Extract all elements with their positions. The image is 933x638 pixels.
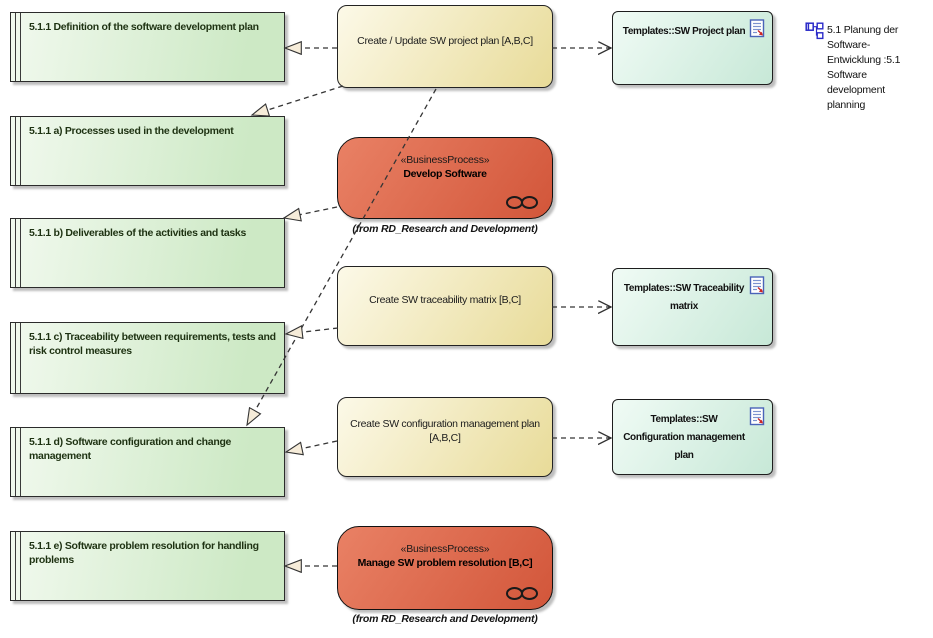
requirement-traceability[interactable]: 5.1.1 c) Traceability between requiremen…: [10, 322, 285, 394]
process-name: Develop Software: [403, 168, 487, 180]
requirement-label: 5.1.1 Definition of the software develop…: [29, 21, 259, 33]
requirement-label: 5.1.1 c) Traceability between requiremen…: [29, 331, 276, 357]
process-stereotype: «BusinessProcess»: [400, 154, 490, 166]
activity-create-sw-traceability-matrix[interactable]: Create SW traceability matrix [B,C]: [337, 266, 553, 346]
activity-label: Create SW traceability matrix [B,C]: [369, 294, 521, 306]
process-from-caption: (from RD_Research and Development): [352, 613, 538, 625]
process-develop-software[interactable]: «BusinessProcess» Develop Software: [337, 137, 553, 219]
connector-projectplan-to-processes[interactable]: [252, 85, 344, 115]
template-label: Templates::SW Project plan: [622, 26, 746, 37]
legend-text: 5.1 Planung der Software-Entwicklung :5.…: [827, 24, 901, 111]
activity-label: Create / Update SW project plan [A,B,C]: [357, 34, 533, 47]
requirement-label: 5.1.1 a) Processes used in the developme…: [29, 125, 234, 137]
activity-label: Create SW configuration management plan …: [350, 418, 540, 444]
requirement-label: 5.1.1 b) Deliverables of the activities …: [29, 227, 246, 239]
chain-link-icon: [506, 587, 538, 600]
document-icon: [749, 276, 766, 296]
requirement-problem-resolution[interactable]: 5.1.1 e) Software problem resolution for…: [10, 531, 285, 601]
template-sw-project-plan[interactable]: Templates::SW Project plan: [612, 11, 773, 85]
template-label: Templates::SW Configuration management p…: [623, 414, 745, 461]
process-name: Manage SW problem resolution [B,C]: [357, 557, 533, 569]
template-sw-traceability-matrix[interactable]: Templates::SW Traceability matrix: [612, 268, 773, 346]
requirement-configuration-change-mgmt[interactable]: 5.1.1 d) Software configuration and chan…: [10, 427, 285, 497]
template-label: Templates::SW Traceability matrix: [623, 283, 745, 312]
requirement-label: 5.1.1 e) Software problem resolution for…: [29, 540, 259, 566]
document-icon: [749, 19, 766, 39]
requirement-deliverables[interactable]: 5.1.1 b) Deliverables of the activities …: [10, 218, 285, 288]
connector-traceabilitymatrix-to-traceability-req[interactable]: [286, 328, 339, 334]
template-sw-configuration-mgmt-plan[interactable]: Templates::SW Configuration management p…: [612, 399, 773, 475]
document-icon: [749, 407, 766, 427]
connector-developsw-to-deliverables[interactable]: [284, 206, 338, 218]
process-from-caption: (from RD_Research and Development): [352, 223, 538, 235]
diagram-icon: [805, 22, 824, 40]
process-stereotype: «BusinessProcess»: [400, 543, 490, 555]
connector-configplan-to-config-req[interactable]: [286, 440, 338, 452]
chain-link-icon: [506, 196, 538, 209]
requirement-label: 5.1.1 d) Software configuration and chan…: [29, 436, 232, 462]
requirement-definition-of-sdp[interactable]: 5.1.1 Definition of the software develop…: [10, 12, 285, 82]
process-manage-sw-problem-resolution[interactable]: «BusinessProcess» Manage SW problem reso…: [337, 526, 553, 610]
activity-create-sw-configuration-mgmt-plan[interactable]: Create SW configuration management plan …: [337, 397, 553, 477]
activity-create-update-sw-project-plan[interactable]: Create / Update SW project plan [A,B,C]: [337, 5, 553, 88]
requirement-processes-used[interactable]: 5.1.1 a) Processes used in the developme…: [10, 116, 285, 186]
